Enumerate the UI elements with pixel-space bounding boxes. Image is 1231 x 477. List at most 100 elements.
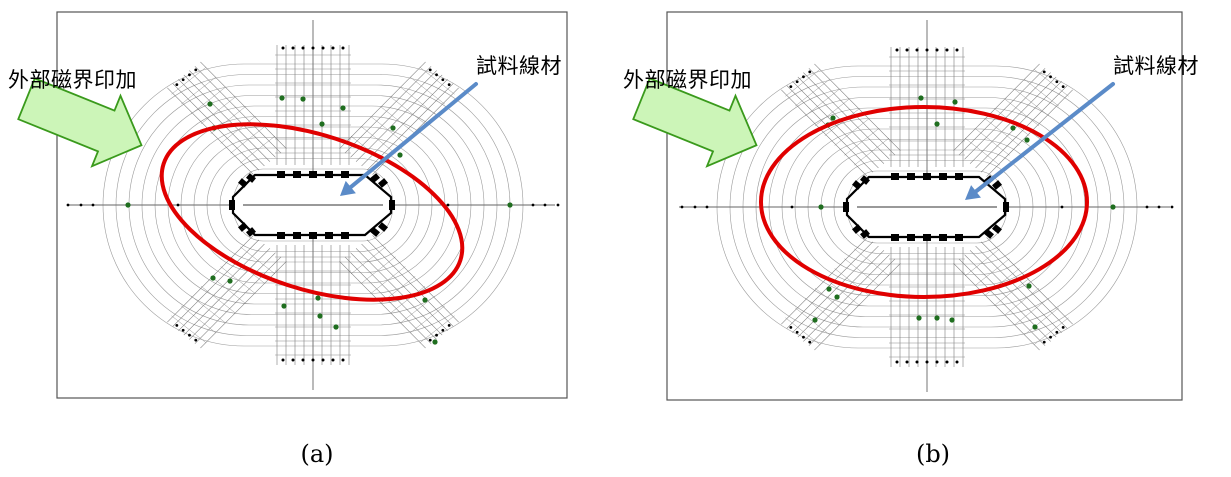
pickup-coil (852, 180, 862, 190)
tick-dot (181, 78, 185, 82)
grid-line (390, 286, 426, 314)
grid-line (781, 89, 868, 177)
tick-dot (1061, 85, 1065, 89)
field-arrow-shape (17, 77, 143, 168)
grid-line (969, 250, 1057, 338)
pickup-coil (325, 171, 333, 178)
grid-line (200, 286, 236, 314)
sensor-dot (818, 204, 824, 210)
sensor-dot (826, 286, 832, 292)
tick-dot (446, 203, 450, 207)
tick-dot (955, 48, 959, 52)
sensor-dot (507, 202, 513, 208)
grid-line (183, 248, 271, 336)
grid-line (1014, 297, 1050, 326)
grid-line (370, 266, 406, 294)
sensor-dot (830, 115, 836, 121)
grid-line (355, 74, 443, 162)
sample-arrow-icon (340, 82, 478, 196)
sample-arrow-head (340, 180, 356, 196)
sensor-dot (952, 99, 958, 105)
sensor-dot (340, 105, 346, 111)
tick-dot (188, 73, 191, 77)
grid-line (964, 248, 1000, 277)
pickup-coil (341, 232, 349, 239)
grid-line (355, 248, 443, 336)
tick-dot (945, 360, 949, 364)
pickup-coil (389, 200, 395, 210)
pickup-coil (860, 175, 870, 185)
tick-dot (680, 205, 684, 209)
sensor-dot (207, 101, 213, 107)
pickup-coil (891, 234, 899, 241)
grid-line (969, 76, 1057, 164)
grid-line (792, 245, 879, 333)
grid-line (854, 248, 890, 277)
grid-line (1014, 88, 1050, 117)
grid-line (178, 243, 265, 331)
grid-line (360, 256, 396, 284)
grid-line (986, 237, 1073, 325)
tick-dot (176, 203, 180, 207)
grid-line (200, 261, 287, 349)
grid-line (964, 72, 1051, 160)
grid-line (194, 256, 282, 344)
tick-dot (905, 360, 909, 364)
grid-line (350, 70, 437, 158)
tick-dot (175, 83, 179, 87)
tick-dot (795, 330, 799, 334)
grid-line (361, 243, 448, 331)
grid-line (1033, 69, 1069, 97)
field-arrow-shape (632, 77, 758, 168)
sample-label: 試料線材 (476, 54, 562, 78)
pickup-coil (992, 224, 1002, 234)
pickup-coil (955, 173, 963, 180)
tick-dot (428, 338, 432, 342)
sensor-dot (210, 275, 216, 281)
grid-line (172, 239, 260, 327)
tick-dot (447, 323, 451, 327)
grid-line (803, 254, 890, 342)
tick-dot (955, 360, 959, 364)
tick-dot (693, 205, 697, 209)
grid-line (1023, 307, 1059, 336)
tick-dot (808, 340, 812, 344)
tick-dot (331, 46, 335, 50)
tick-dot (1055, 330, 1059, 334)
tick-dot (1042, 340, 1046, 344)
grid-line (792, 81, 879, 169)
tick-dot (175, 323, 179, 327)
grid-line (178, 79, 265, 167)
sensor-dot (227, 278, 233, 284)
panel-b-diagram (632, 11, 1183, 401)
pickup-coil (939, 234, 947, 241)
sensor-dot (1024, 137, 1030, 143)
grid-line (964, 254, 1051, 342)
grid-line (344, 66, 432, 154)
sample-wire-ellipse (759, 105, 1089, 299)
pickup-coil (955, 234, 963, 241)
grid-line (181, 76, 217, 105)
sensor-dot (1026, 283, 1032, 289)
sensor-dot (934, 315, 940, 321)
tick-dot (435, 73, 438, 77)
tick-dot (1042, 70, 1046, 74)
grid-line (854, 137, 890, 166)
pickup-coil (238, 178, 248, 188)
tick-dot (1049, 335, 1052, 339)
caption-b: (b) (915, 440, 951, 468)
pickup-coil (341, 171, 349, 178)
tick-dot (447, 83, 451, 87)
grid-line (240, 246, 276, 275)
grid-line (786, 85, 874, 173)
grid-line (814, 263, 901, 351)
grid-line (824, 278, 860, 306)
tick-dot (281, 46, 285, 50)
pickup-coil (860, 229, 870, 239)
field-arrow-icon (632, 77, 758, 168)
grid-line (361, 79, 448, 167)
grid-line (210, 276, 246, 304)
grid-line (370, 116, 406, 144)
grid-line (350, 246, 386, 275)
magnet-cross-section (56, 11, 568, 399)
